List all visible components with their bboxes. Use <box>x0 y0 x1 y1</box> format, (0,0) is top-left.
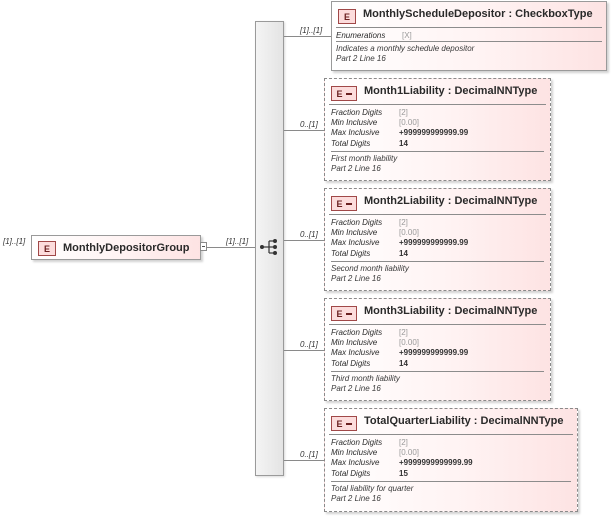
facet-value: [2] <box>399 108 408 117</box>
element-optional-icon: E <box>331 416 357 431</box>
facet-value: 14 <box>399 249 408 258</box>
connector-line <box>284 460 324 461</box>
element-title: Month1Liability : DecimalNNType <box>364 85 538 97</box>
connector-line <box>284 130 324 131</box>
facet-name: Fraction Digits <box>331 218 383 227</box>
facet-name: Fraction Digits <box>331 438 383 447</box>
connector-line <box>284 350 324 351</box>
connector-line <box>207 247 255 248</box>
facet-value: +999999999999.99 <box>399 238 469 247</box>
facet-value: +999999999999.99 <box>399 128 469 137</box>
facet-value: +9999999999999.99 <box>399 458 473 467</box>
facet-value: [0.00] <box>399 448 420 457</box>
element-title: MonthlyScheduleDepositor : CheckboxType <box>363 8 593 20</box>
element-description: Part 2 Line 16 <box>331 494 381 503</box>
sequence-cardinality: [1]..[1] <box>226 237 249 246</box>
facet-value: +999999999999.99 <box>399 348 469 357</box>
facet-value: [2] <box>399 438 408 447</box>
element-icon: E <box>38 241 56 256</box>
element-description: Third month liability <box>331 374 400 383</box>
facet-name: Max Inclusive <box>331 128 380 137</box>
element-description: Part 2 Line 16 <box>336 54 386 63</box>
element-optional-icon: E <box>331 86 357 101</box>
element-box-month2-liability[interactable]: E Month2Liability : DecimalNNType Fracti… <box>324 188 551 291</box>
facet-value: [2] <box>399 328 408 337</box>
facet-name: Min Inclusive <box>331 338 378 347</box>
divider <box>331 151 544 152</box>
root-element-name: MonthlyDepositorGroup <box>63 242 190 254</box>
root-element-box[interactable]: E MonthlyDepositorGroup <box>31 235 201 260</box>
child-cardinality: 0..[1] <box>300 340 318 349</box>
facet-name: Min Inclusive <box>331 228 378 237</box>
element-box-total-quarter-liability[interactable]: E TotalQuarterLiability : DecimalNNType … <box>324 408 578 512</box>
element-box-month3-liability[interactable]: E Month3Liability : DecimalNNType Fracti… <box>324 298 551 401</box>
facet-name: Min Inclusive <box>331 448 378 457</box>
divider <box>336 41 602 42</box>
child-cardinality: 0..[1] <box>300 120 318 129</box>
facet-name: Total Digits <box>331 139 371 148</box>
element-title: Month2Liability : DecimalNNType <box>364 195 538 207</box>
element-optional-icon: E <box>331 306 357 321</box>
facet-name: Total Digits <box>331 469 371 478</box>
facet-value: [0.00] <box>399 118 420 127</box>
child-cardinality: 0..[1] <box>300 230 318 239</box>
element-icon: E <box>338 9 356 24</box>
facet-value: 14 <box>399 359 408 368</box>
connector-line <box>284 36 332 37</box>
element-description: Second month liability <box>331 264 409 273</box>
child-cardinality: [1]..[1] <box>300 26 323 35</box>
root-cardinality: [1]..[1] <box>3 237 26 246</box>
facet-name: Fraction Digits <box>331 108 383 117</box>
element-description: Part 2 Line 16 <box>331 164 381 173</box>
facet-name: Total Digits <box>331 359 371 368</box>
element-description: Indicates a monthly schedule depositor <box>336 44 475 53</box>
connector-line <box>284 240 324 241</box>
element-optional-icon: E <box>331 196 357 211</box>
facet-name: Total Digits <box>331 249 371 258</box>
element-title: TotalQuarterLiability : DecimalNNType <box>364 415 564 427</box>
facet-value: [2] <box>399 218 408 227</box>
facet-value: 14 <box>399 139 408 148</box>
element-box-month1-liability[interactable]: E Month1Liability : DecimalNNType Fracti… <box>324 78 551 181</box>
element-box-monthly-schedule-depositor[interactable]: E MonthlyScheduleDepositor : CheckboxTyp… <box>331 1 607 71</box>
facet-name: Max Inclusive <box>331 238 380 247</box>
facet-name: Fraction Digits <box>331 328 383 337</box>
divider <box>329 104 546 105</box>
element-description: Total liability for quarter <box>331 484 414 493</box>
element-description: First month liability <box>331 154 398 163</box>
facet-name: Max Inclusive <box>331 458 380 467</box>
facet-value: [0.00] <box>399 338 420 347</box>
facet-value: [X] <box>402 31 412 40</box>
divider <box>329 324 546 325</box>
element-title: Month3Liability : DecimalNNType <box>364 305 538 317</box>
divider <box>331 371 544 372</box>
sequence-compositor-icon <box>260 239 277 255</box>
divider <box>331 261 544 262</box>
facet-name: Min Inclusive <box>331 118 378 127</box>
child-cardinality: 0..[1] <box>300 450 318 459</box>
divider <box>329 434 573 435</box>
facet-name: Max Inclusive <box>331 348 380 357</box>
facet-value: 15 <box>399 469 408 478</box>
divider <box>331 481 571 482</box>
facet-value: [0.00] <box>399 228 420 237</box>
element-description: Part 2 Line 16 <box>331 384 381 393</box>
collapse-toggle[interactable] <box>200 242 207 251</box>
element-description: Part 2 Line 16 <box>331 274 381 283</box>
divider <box>329 214 546 215</box>
facet-name: Enumerations <box>336 31 386 40</box>
divider <box>336 27 602 28</box>
